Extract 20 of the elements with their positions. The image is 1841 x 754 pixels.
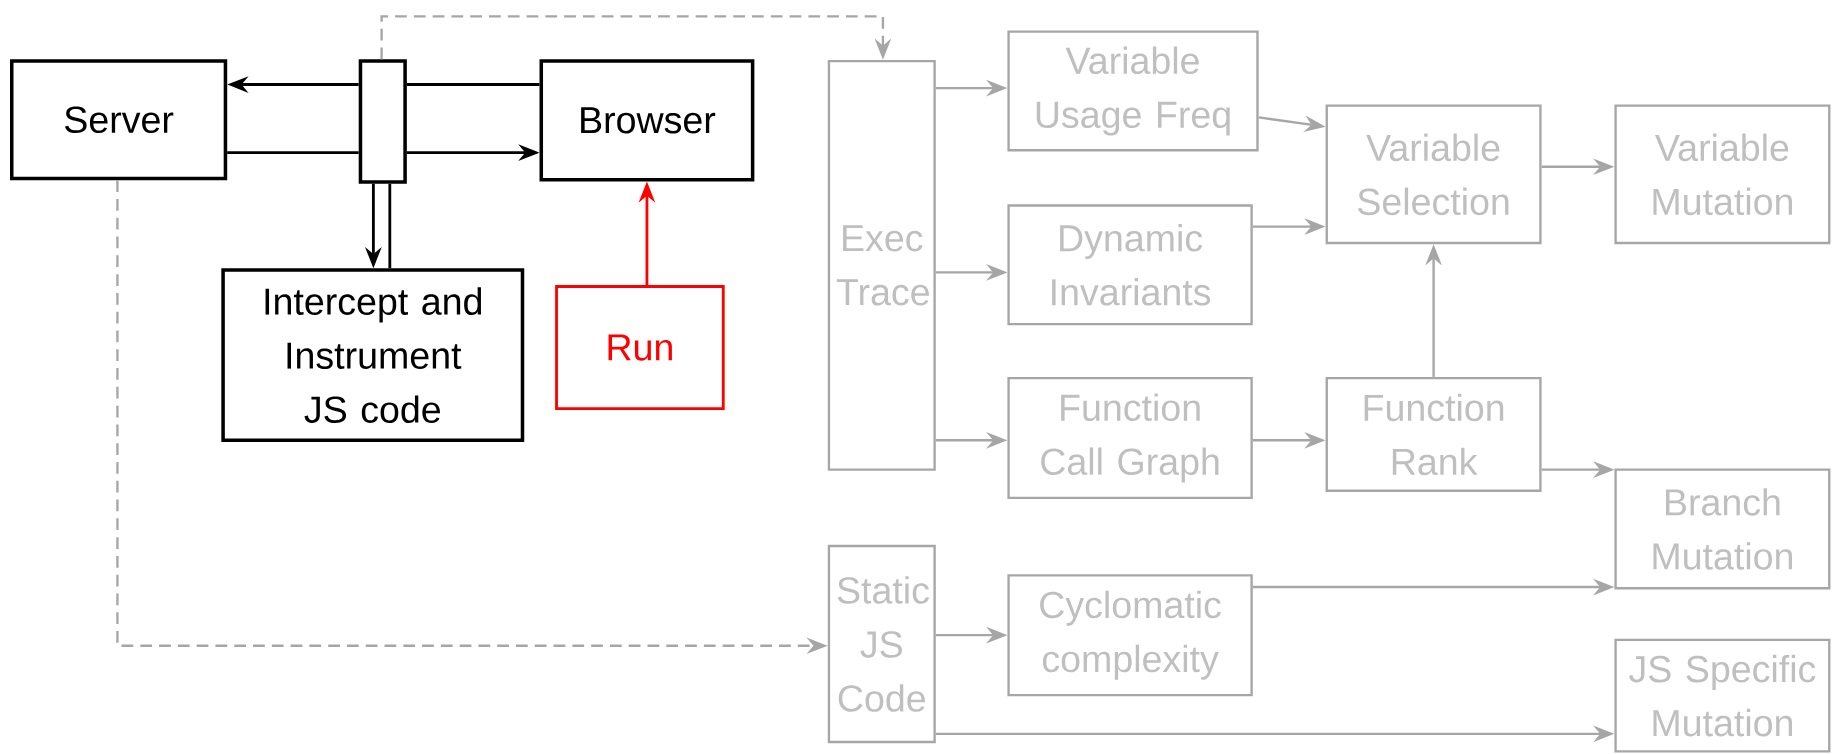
process-box: Dynamic Invariants	[1007, 204, 1253, 326]
process-box: Run	[555, 285, 725, 411]
process-box: Variable Usage Freq	[1007, 30, 1259, 152]
process-box: Variable Selection	[1325, 104, 1542, 245]
process-box: Cyclomatic complexity	[1007, 574, 1253, 697]
connector-line	[227, 151, 359, 155]
process-box: Function Call Graph	[1007, 377, 1253, 500]
process-box: Static JS Code	[827, 544, 936, 744]
process-box: Intercept and Instrument JS code	[221, 268, 525, 443]
process-box: Branch Mutation	[1614, 468, 1831, 590]
proxy-box	[358, 59, 407, 184]
connector-line	[388, 183, 392, 269]
process-box: Browser	[539, 59, 755, 182]
process-box: Exec Trace	[827, 60, 936, 471]
process-box: Function Rank	[1325, 377, 1542, 493]
arrow	[380, 15, 892, 60]
process-box: Variable Mutation	[1614, 104, 1831, 245]
process-box: JS Specific Mutation	[1614, 638, 1831, 753]
process-box: Server	[10, 59, 228, 181]
connector-line	[406, 83, 540, 87]
